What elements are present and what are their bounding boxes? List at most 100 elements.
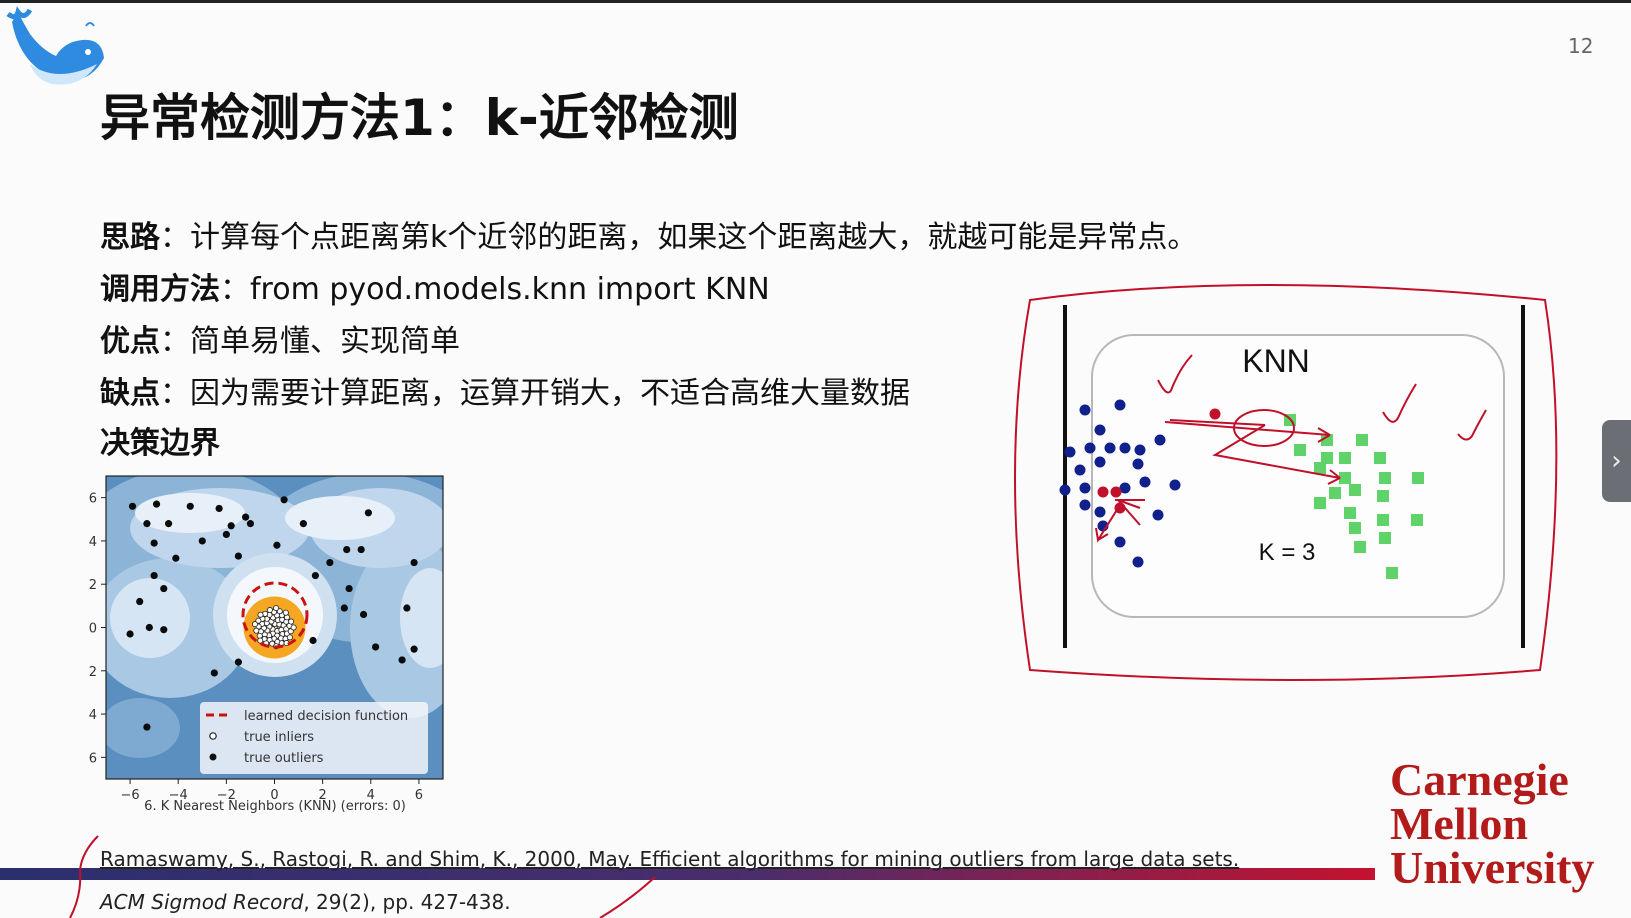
- green-square-point: [1374, 452, 1386, 464]
- green-square-point: [1314, 497, 1326, 509]
- green-square-point: [1379, 472, 1391, 484]
- blue-point: [1132, 458, 1144, 470]
- page-number: 12: [1568, 34, 1594, 58]
- x-tick-label: −4: [169, 788, 188, 803]
- citation-line-2: ACM Sigmod Record, 29(2), pp. 427-438.: [100, 890, 511, 914]
- red-point: [1110, 486, 1122, 498]
- blue-point: [1114, 399, 1126, 411]
- outlier-point: [227, 522, 235, 530]
- green-points: [1284, 414, 1424, 579]
- blue-point: [1132, 556, 1144, 568]
- decision-function-line: [241, 581, 309, 649]
- blue-point: [1059, 484, 1071, 496]
- chart-legend: learned decision function true inliers t…: [200, 702, 428, 774]
- blue-point: [1119, 442, 1131, 454]
- bullet-usage: 调用方法：from pyod.models.knn import KNN: [100, 272, 770, 307]
- y-tick-label: 2: [89, 578, 97, 593]
- outlier-point: [273, 541, 281, 549]
- outlier-point: [364, 509, 372, 517]
- outlier-point: [410, 645, 418, 653]
- legend-label: learned decision function: [244, 709, 408, 724]
- sketch-outer-loop: [1014, 284, 1558, 681]
- green-square-point: [1379, 532, 1391, 544]
- green-square-point: [1294, 444, 1306, 456]
- citation-journal: ACM Sigmod Record: [100, 890, 304, 914]
- outlier-point: [198, 537, 206, 545]
- inlier-point: [257, 637, 264, 644]
- knn-box: [1091, 334, 1505, 618]
- bullet-text: 计算每个点距离第k个近邻的距离，如果这个距离越大，就越可能是异常点。: [190, 220, 1198, 255]
- blue-point: [1104, 442, 1116, 454]
- outlier-point: [345, 584, 353, 593]
- green-square-point: [1349, 522, 1361, 534]
- bullet-text: 简单易懂、实现简单: [190, 324, 460, 359]
- y-tick-label: 0: [89, 622, 97, 637]
- distance-arrow: [1095, 504, 1121, 543]
- green-square-point: [1339, 472, 1351, 484]
- outlier-point: [311, 571, 320, 580]
- x-tick-label: 0: [270, 788, 278, 803]
- outlier-point: [398, 656, 406, 664]
- blue-point: [1079, 404, 1091, 416]
- outlier-point: [145, 623, 153, 632]
- blue-point: [1094, 424, 1106, 436]
- neighbor-circle: [1233, 409, 1295, 447]
- outlier-point: [357, 545, 365, 554]
- chart-caption: 6. K Nearest Neighbors (KNN) (errors: 0): [144, 799, 406, 814]
- outlier-point: [150, 539, 158, 547]
- green-square-point: [1329, 487, 1341, 499]
- green-square-point: [1377, 490, 1389, 502]
- legend-label: true outliers: [244, 751, 324, 766]
- blue-point: [1152, 509, 1164, 521]
- outlier-point: [136, 597, 144, 606]
- outlier-point: [172, 554, 180, 562]
- slide-title: 异常检测方法1：k-近邻检测: [100, 89, 739, 147]
- green-square-point: [1321, 434, 1333, 446]
- red-point: [1114, 502, 1126, 514]
- outlier-point: [403, 604, 411, 612]
- sketch-annotations: [1095, 354, 1487, 543]
- outlier-point: [372, 643, 380, 651]
- green-square-point: [1354, 541, 1366, 553]
- outlier-point: [222, 530, 230, 539]
- k-label: K = 3: [1259, 539, 1316, 566]
- checkmark: [1382, 383, 1417, 423]
- whale-logo-icon: [6, 6, 104, 85]
- outlier-point: [215, 504, 223, 513]
- inlier-point: [257, 611, 264, 618]
- outlier-point: [150, 571, 158, 580]
- section-heading: 决策边界: [100, 426, 220, 461]
- next-page-chevron-icon[interactable]: ›: [1602, 420, 1631, 502]
- cmu-logo-word: University: [1390, 842, 1595, 893]
- inlier-point: [251, 621, 258, 628]
- footer-color-bar: [0, 868, 1375, 880]
- checkmark: [1157, 354, 1193, 394]
- blue-point: [1079, 482, 1091, 494]
- outlier-point: [143, 520, 151, 528]
- blue-point: [1084, 442, 1096, 454]
- bullet-label: 调用方法: [100, 272, 220, 307]
- outlier-point: [164, 520, 173, 528]
- bullet-label: 思路: [100, 220, 160, 255]
- outlier-point: [210, 669, 218, 677]
- bullet-text: from pyod.models.knn import KNN: [250, 272, 770, 307]
- outlier-point: [234, 658, 242, 666]
- cmu-logo-word: Carnegie: [1390, 754, 1569, 805]
- inlier-point: [282, 609, 289, 616]
- outlier-point: [152, 500, 161, 508]
- x-tick-label: 4: [367, 788, 375, 803]
- blue-point: [1119, 482, 1131, 494]
- green-square-point: [1344, 507, 1356, 519]
- x-tick-label: 6: [415, 788, 423, 803]
- legend-label: true inliers: [244, 730, 314, 745]
- bullet-text: 因为需要计算距离，运算开销大，不适合高维大量数据: [190, 376, 910, 411]
- inlier-point: [255, 617, 262, 624]
- inlier-point: [273, 605, 280, 612]
- green-square-point: [1411, 514, 1423, 526]
- distance-arrow: [1212, 424, 1341, 485]
- green-square-point: [1386, 567, 1398, 579]
- green-square-point: [1284, 414, 1296, 426]
- inlier-point: [253, 627, 260, 634]
- bullet-pros: 优点：简单易懂、实现简单: [100, 324, 460, 359]
